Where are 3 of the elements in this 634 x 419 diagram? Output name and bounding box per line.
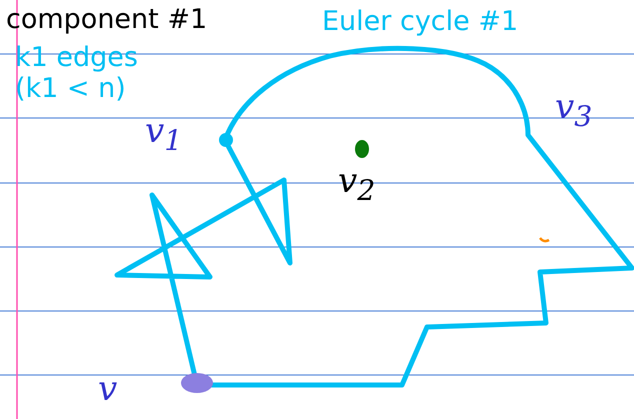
heading: Euler cycle #1 [322,6,518,38]
vertex-label: v [98,370,118,410]
vertex-label: v$_{1}$ [145,112,182,158]
